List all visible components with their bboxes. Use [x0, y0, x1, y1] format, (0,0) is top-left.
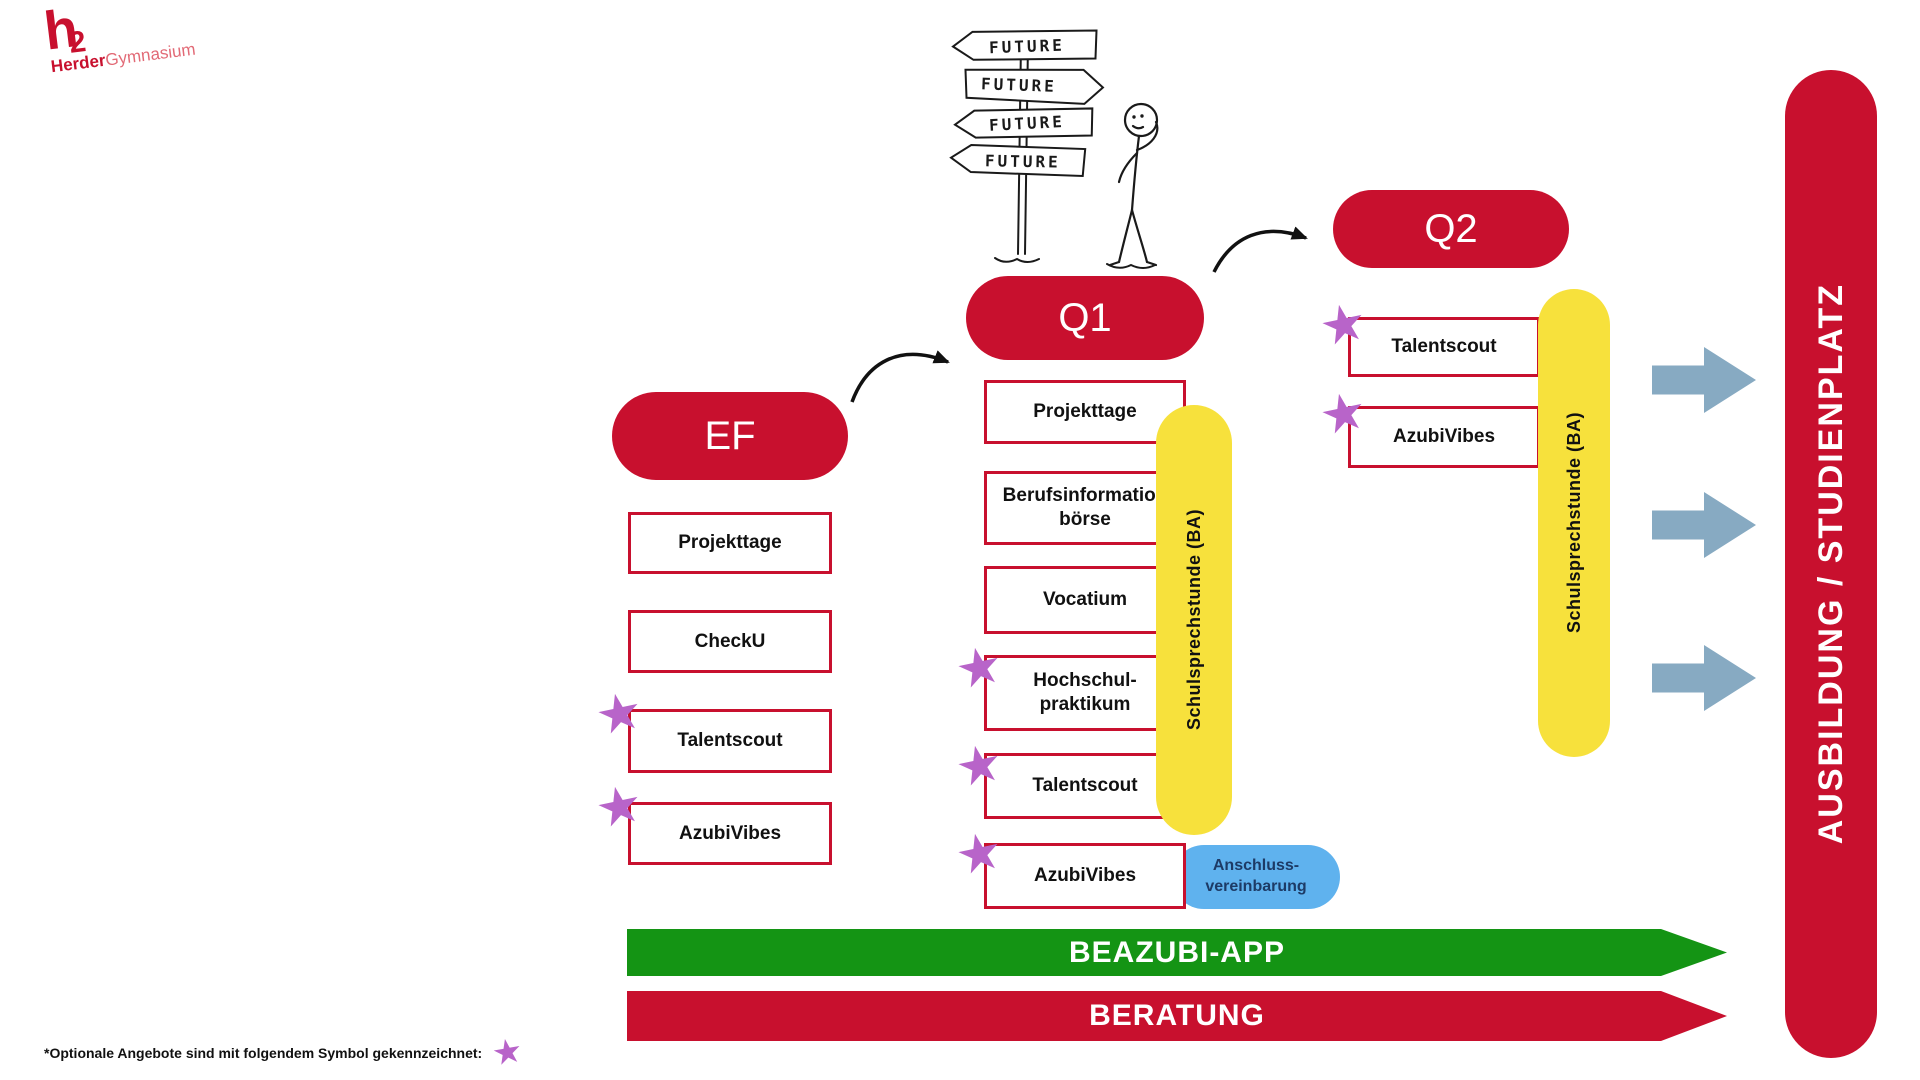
q1-item-hochschulpraktikum: Hochschul- praktikum	[984, 655, 1186, 731]
phase-title-ef: EF	[704, 413, 756, 458]
q2-item-azubivibes: AzubiVibes	[1348, 406, 1540, 468]
phase-title-q1: Q1	[1058, 295, 1112, 340]
future-sign-1: FUTURE	[989, 36, 1065, 58]
future-sign-1-shape	[951, 29, 1098, 61]
future-sign-3-shape	[953, 107, 1094, 139]
ef-item-checku: CheckU	[628, 610, 832, 673]
transition-arrow-1-icon	[1652, 347, 1756, 413]
future-sign-3: FUTURE	[989, 112, 1066, 135]
curved-arrow-q1-q2	[1212, 226, 1308, 273]
q2-schulsprechstunde-pill: Schulsprechstunde (BA)	[1538, 289, 1610, 757]
q1-item-berufsinformationboerse: Berufsinformation börse	[984, 471, 1186, 545]
phase-title-q2: Q2	[1424, 206, 1478, 251]
q2-schulsprechstunde-label: Schulsprechstunde (BA)	[1563, 412, 1584, 634]
transition-arrow-3-icon	[1652, 645, 1756, 711]
q2-item-talentscout: Talentscout	[1348, 317, 1540, 377]
beazubi-app-banner: BEAZUBI-APP	[627, 929, 1727, 976]
future-sign-2-shape	[964, 68, 1105, 105]
optional-star-icon: ★	[590, 773, 649, 841]
footnote: *Optionale Angebote sind mit folgendem S…	[44, 1033, 524, 1072]
ausbildung-studienplatz-label: AUSBILDUNG / STUDIENPLATZ	[1811, 283, 1850, 845]
beratung-label: BERATUNG	[1089, 999, 1265, 1032]
logo-mark-2: 2	[67, 25, 88, 60]
transition-arrow-2-icon	[1652, 492, 1756, 558]
phase-pill-q1: Q1	[966, 276, 1204, 360]
beratung-banner: BERATUNG	[627, 991, 1727, 1041]
optional-star-icon: ★	[950, 820, 1009, 888]
stick-figure	[1108, 102, 1159, 267]
q1-item-azubivibes: AzubiVibes	[984, 843, 1186, 909]
future-sign-4-shape	[949, 144, 1087, 178]
optional-star-icon: ★	[1314, 380, 1373, 448]
q1-item-projekttage: Projekttage	[984, 380, 1186, 444]
herder-logo: h2 HerderGymnasium	[41, 0, 197, 77]
ef-item-projekttage: Projekttage	[628, 512, 832, 574]
beazubi-app-label: BEAZUBI-APP	[1068, 935, 1285, 969]
optional-star-icon: ★	[1314, 291, 1373, 359]
ausbildung-studienplatz-bar: AUSBILDUNG / STUDIENPLATZ	[1785, 70, 1877, 1058]
optional-star-icon: ★	[590, 680, 649, 748]
phase-pill-q2: Q2	[1333, 190, 1569, 268]
ef-item-talentscout: Talentscout	[628, 709, 832, 773]
future-sign-2: FUTURE	[981, 74, 1057, 96]
phase-pill-ef: EF	[612, 392, 848, 480]
q1-item-talentscout: Talentscout	[984, 753, 1186, 819]
optional-star-icon: ★	[950, 732, 1009, 800]
future-signpost-doodle: FUTURE FUTURE FUTURE FUTURE	[949, 29, 1159, 269]
ef-item-azubivibes: AzubiVibes	[628, 802, 832, 865]
footnote-star-icon: ★	[491, 1033, 524, 1072]
anschlussvereinbarung-badge: Anschluss- vereinbarung	[1172, 845, 1340, 909]
q1-schulsprechstunde-pill: Schulsprechstunde (BA)	[1156, 405, 1232, 835]
future-sign-4: FUTURE	[985, 151, 1061, 171]
optional-star-icon: ★	[950, 634, 1009, 702]
footnote-text: *Optionale Angebote sind mit folgendem S…	[44, 1045, 483, 1061]
curved-arrow-ef-q1	[850, 350, 950, 403]
q1-schulsprechstunde-label: Schulsprechstunde (BA)	[1183, 509, 1204, 731]
